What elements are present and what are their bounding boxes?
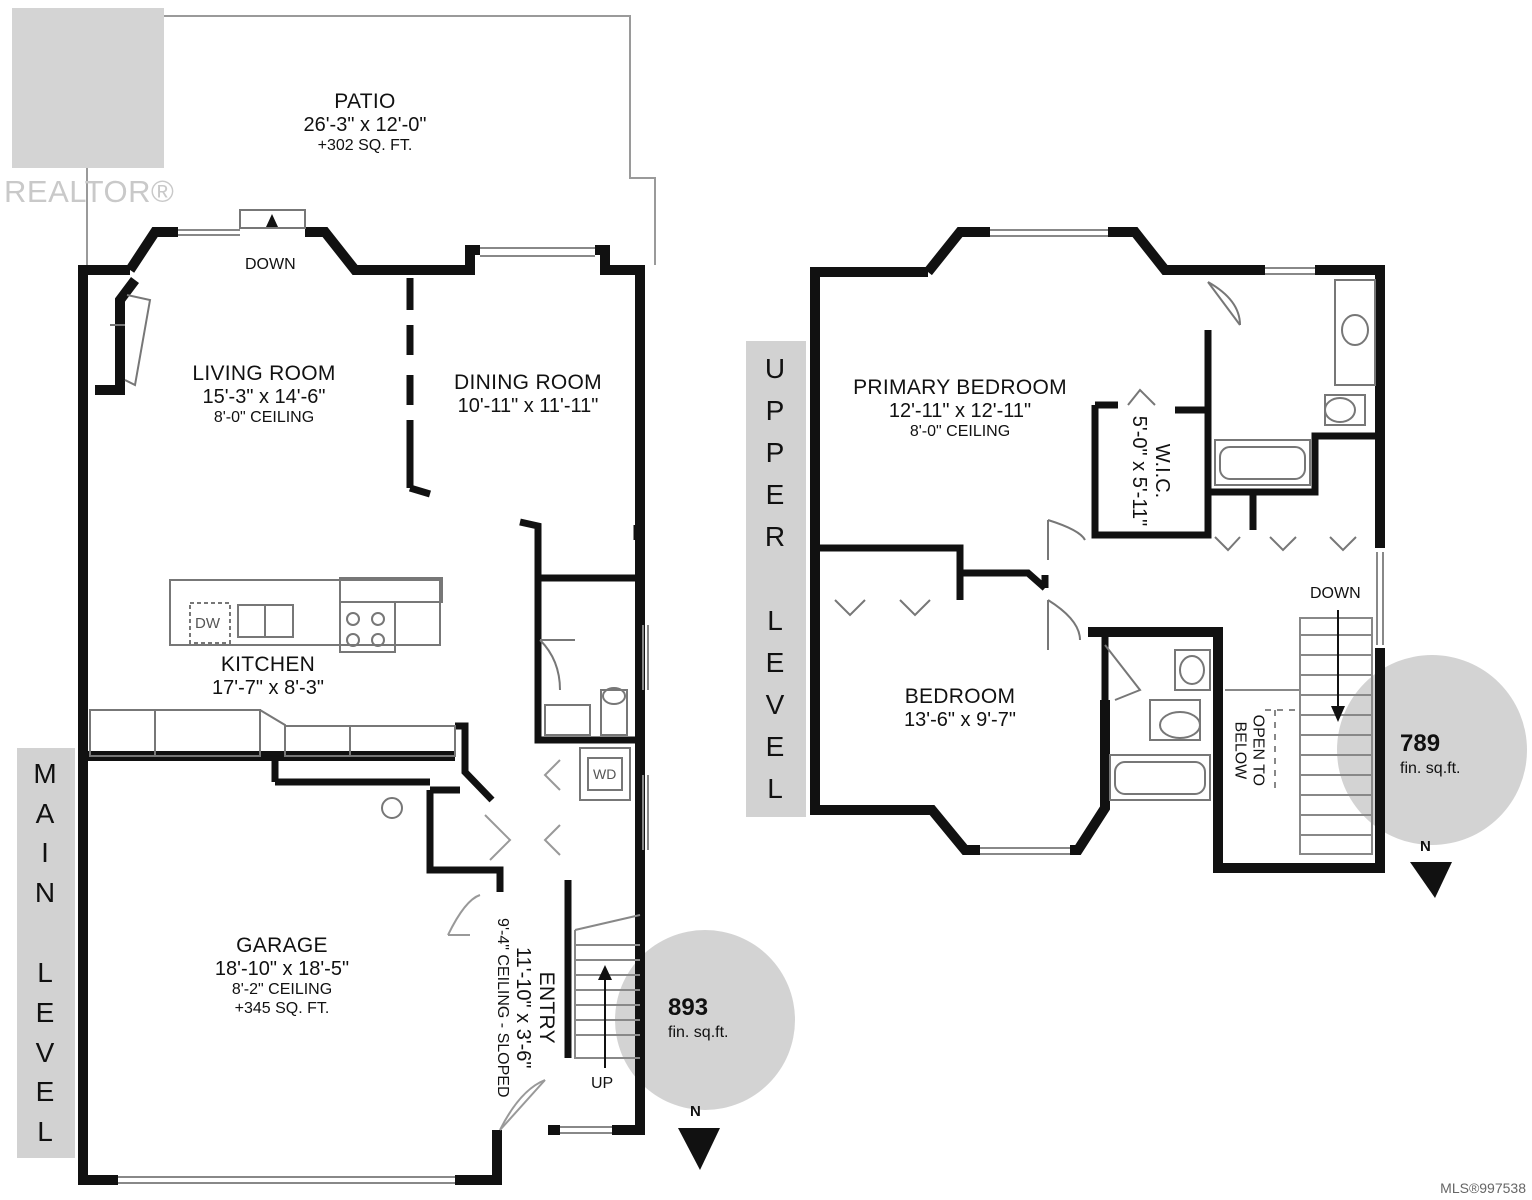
washer-dryer-label: WD: [593, 766, 617, 782]
upper-bathroom-fixtures: [834, 279, 1376, 801]
living-room-label: LIVING ROOM 15'-3" x 14'-6" 8'-0" CEILIN…: [192, 362, 335, 428]
level-letter: P: [765, 437, 787, 468]
room-dims: 12'-11" x 12'-11": [888, 400, 1032, 423]
level-letter: E: [765, 731, 787, 762]
garage-label: GARAGE 18'-10" x 18'-5" 8'-2" CEILING +3…: [215, 934, 349, 1018]
room-ceiling: 9'-4" CEILING - SLOPED: [493, 918, 511, 1098]
upper-compass-arrow-icon: [1410, 862, 1452, 898]
open-line1: OPEN TO: [1249, 714, 1267, 787]
open-to-below-label: OPEN TO BELOW: [1230, 714, 1267, 787]
main-sqft-value: 893: [668, 994, 709, 1021]
room-area: +345 SQ. FT.: [234, 999, 330, 1017]
upper-sqft-unit: fin. sq.ft.: [1400, 759, 1461, 777]
listing-id: MLS®997538: [1440, 1180, 1526, 1196]
realtor-logo-mark: [12, 8, 164, 168]
entry-label: ENTRY 11'-10" x 3'-6" 9'-4" CEILING - SL…: [492, 918, 558, 1097]
level-letter: V: [765, 689, 787, 720]
fireplace: [95, 277, 139, 395]
room-name: GARAGE: [236, 934, 328, 957]
down-arrow-icon: [266, 214, 278, 227]
upper-level-tab: U P P E R · L E V E L: [746, 341, 806, 817]
room-name: BEDROOM: [904, 685, 1016, 708]
powder-room-fixtures: [539, 639, 631, 801]
main-sqft-badge: 893 fin. sq.ft.: [668, 994, 728, 1042]
level-letter: V: [35, 1036, 57, 1068]
level-letter: L: [767, 773, 785, 804]
level-letter: I: [41, 837, 51, 869]
open-line2: BELOW: [1231, 721, 1248, 780]
door-swings-main: [447, 759, 561, 1131]
room-name: LIVING ROOM: [192, 362, 336, 385]
kitchen-label: KITCHEN 17'-7" x 8'-3": [212, 653, 324, 700]
room-name: DINING ROOM: [454, 371, 602, 394]
room-name: KITCHEN: [220, 653, 316, 676]
room-dims: 13'-6" x 9'-7": [904, 709, 1016, 732]
main-compass-label: N: [690, 1103, 701, 1120]
level-letter: L: [37, 1116, 55, 1148]
dining-room-label: DINING ROOM 10'-11" x 11'-11": [454, 371, 602, 418]
room-dims: 18'-10" x 18'-5": [214, 958, 350, 981]
room-name: PRIMARY BEDROOM: [853, 376, 1067, 399]
room-ceiling: 8'-2" CEILING: [231, 981, 333, 999]
room-dims: 17'-7" x 8'-3": [212, 677, 324, 700]
main-compass-arrow-icon: [678, 1128, 720, 1170]
main-sqft-unit: fin. sq.ft.: [668, 1023, 729, 1041]
wic-label: W.I.C. 5'-0" x 5'-11": [1127, 416, 1173, 526]
room-ceiling: 8'-0" CEILING: [909, 423, 1011, 441]
room-ceiling: 8'-0" CEILING: [213, 409, 315, 427]
level-letter: R: [764, 521, 788, 552]
level-letter: L: [37, 956, 55, 988]
room-dims: 15'-3" x 14'-6": [202, 386, 326, 409]
upper-compass-label: N: [1420, 838, 1431, 855]
down-arrow-icon-upper: [1331, 706, 1345, 722]
level-letter: L: [767, 605, 785, 636]
room-name: PATIO: [334, 90, 396, 113]
room-name: W.I.C.: [1151, 443, 1173, 499]
windows: [118, 229, 649, 1184]
room-area: +302 SQ. FT.: [317, 137, 413, 155]
level-letter: N: [34, 877, 58, 909]
level-letter: E: [35, 996, 57, 1028]
level-letter: E: [35, 1076, 57, 1108]
upper-level-label: U P P E R · L E V E L: [746, 341, 806, 817]
upper-sqft-value: 789: [1400, 730, 1441, 757]
dishwasher-label: DW: [195, 615, 220, 632]
up-arrow-icon: [598, 965, 612, 980]
up-label: UP: [591, 1075, 614, 1092]
main-sqft-circle: [615, 930, 795, 1110]
upper-exterior-walls: [810, 227, 1385, 873]
down-label-upper: DOWN: [1310, 585, 1361, 602]
level-letter: P: [765, 395, 787, 426]
room-dims: 5'-0" x 5'-11": [1128, 415, 1150, 527]
main-level-tab: M A I N · L E V E L: [17, 748, 75, 1158]
room-dims: 10'-11" x 11'-11": [457, 395, 599, 418]
level-letter: E: [765, 479, 787, 510]
interior-walls-upper: [820, 330, 1380, 700]
level-letter: U: [764, 353, 788, 384]
stairs-upper: [1225, 610, 1373, 855]
bedroom-label: BEDROOM 13'-6" x 9'-7": [904, 685, 1016, 732]
level-letter: E: [765, 647, 787, 678]
patio-label: PATIO 26'-3" x 12'-0" +302 SQ. FT.: [303, 90, 426, 156]
room-dims: 11'-10" x 3'-6": [511, 946, 534, 1069]
interior-walls-main: [271, 278, 641, 1058]
down-label: DOWN: [245, 256, 296, 273]
kitchen-counters: [89, 577, 456, 819]
realtor-logo-text: REALTOR®: [4, 174, 175, 209]
main-level-label: M A I N · L E V E L: [17, 748, 75, 1158]
upper-sqft-badge: 789 fin. sq.ft.: [1400, 730, 1460, 778]
primary-bedroom-label: PRIMARY BEDROOM 12'-11" x 12'-11" 8'-0" …: [853, 376, 1067, 442]
level-letter: M: [33, 757, 59, 789]
room-name: ENTRY: [534, 971, 558, 1044]
room-dims: 26'-3" x 12'-0": [303, 114, 427, 137]
level-letter: A: [35, 797, 57, 829]
